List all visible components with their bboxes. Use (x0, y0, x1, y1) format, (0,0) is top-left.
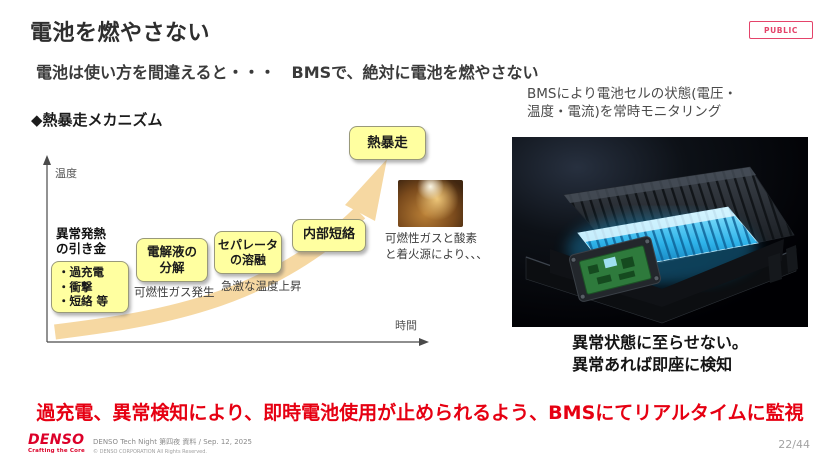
trigger-item: ・過充電 (58, 265, 104, 280)
detection-caption-line1: 異常状態に至らせない。 (572, 333, 748, 352)
section-heading-thermal-runaway-mechanism: ◆熱暴走メカニズム (31, 111, 163, 129)
step-box-separator-melting: セパレータ の溶融 (214, 231, 282, 274)
step-caption-flammable-gas: 可燃性ガス発生 (134, 285, 215, 299)
footer-copyright: © DENSO CORPORATION All Rights Reserved. (93, 449, 207, 455)
x-axis-label-time: 時間 (395, 319, 417, 332)
temperature-rise-arrowhead (345, 159, 387, 221)
step-label-line: の溶融 (229, 252, 266, 267)
bms-monitoring-line2: 温度・電流)を常時モニタリング (527, 104, 722, 121)
step-box-electrolyte-decomposition: 電解液の 分解 (136, 238, 208, 282)
step-label-line: 電解液の (146, 244, 197, 260)
trigger-heading-line2: の引き金 (56, 241, 107, 256)
step-label-line: 分解 (159, 260, 185, 275)
step-box-internal-short: 内部短絡 (292, 219, 366, 252)
detection-caption-line2: 異常あれば即座に検知 (572, 355, 733, 375)
public-classification-badge: PUBLIC (749, 21, 813, 39)
y-axis-label-temperature: 温度 (55, 167, 77, 180)
battery-pack-photo (512, 137, 808, 327)
page-number: 22/44 (778, 438, 810, 451)
trigger-list-box: ・過充電 ・衝撃 ・短絡 等 (51, 261, 129, 313)
x-axis-arrowhead (419, 338, 429, 346)
footer-doc-info: DENSO Tech Night 第四夜 資料 / Sep. 12, 2025 (93, 438, 253, 446)
denso-logo-wordmark: DENSO (28, 432, 85, 448)
trigger-item: ・衝撃 (58, 279, 93, 294)
thermal-runaway-diagram: 温度 時間 異常発熱 の引き金 ・過充電 ・衝撃 ・短絡 等 電解液の 分解 可… (30, 125, 500, 357)
battery-fire-photo (398, 180, 463, 227)
fire-caption-line2: と着火源により、、、 (385, 247, 488, 262)
denso-logo: DENSO Crafting the Core (28, 433, 85, 454)
page-title: 電池を燃やさない (30, 21, 211, 46)
slide-subtitle: 電池は使い方を間違えると・・・ BMSで、絶対に電池を燃やさない (36, 63, 539, 82)
detection-caption: 異常状態に至らせない。 異常あれば即座に検知 (512, 332, 808, 377)
bms-monitoring-line1: BMSにより電池セルの状態(電圧・ (527, 86, 737, 102)
step-caption-rapid-temperature-rise: 急激な温度上昇 (221, 279, 302, 293)
trigger-heading: 異常発熱 の引き金 (56, 226, 106, 256)
step-label-line: セパレータ (217, 237, 278, 252)
fire-caption-line1: 可燃性ガスと酸素 (385, 231, 477, 245)
step-box-thermal-runaway: 熱暴走 (349, 126, 426, 160)
bottom-key-message: 過充電、異常検知により、即時電池使用が止められるよう、BMSにてリアルタイムに監… (36, 402, 804, 424)
trigger-item: ・短絡 等 (58, 294, 109, 309)
trigger-heading-line1: 異常発熱 (56, 226, 107, 241)
bms-monitoring-text: BMSにより電池セルの状態(電圧・ 温度・電流)を常時モニタリング (527, 85, 827, 121)
y-axis-arrowhead (43, 155, 51, 165)
fire-caption: 可燃性ガスと酸素 と着火源により、、、 (385, 230, 505, 262)
denso-logo-tagline: Crafting the Core (28, 448, 85, 454)
